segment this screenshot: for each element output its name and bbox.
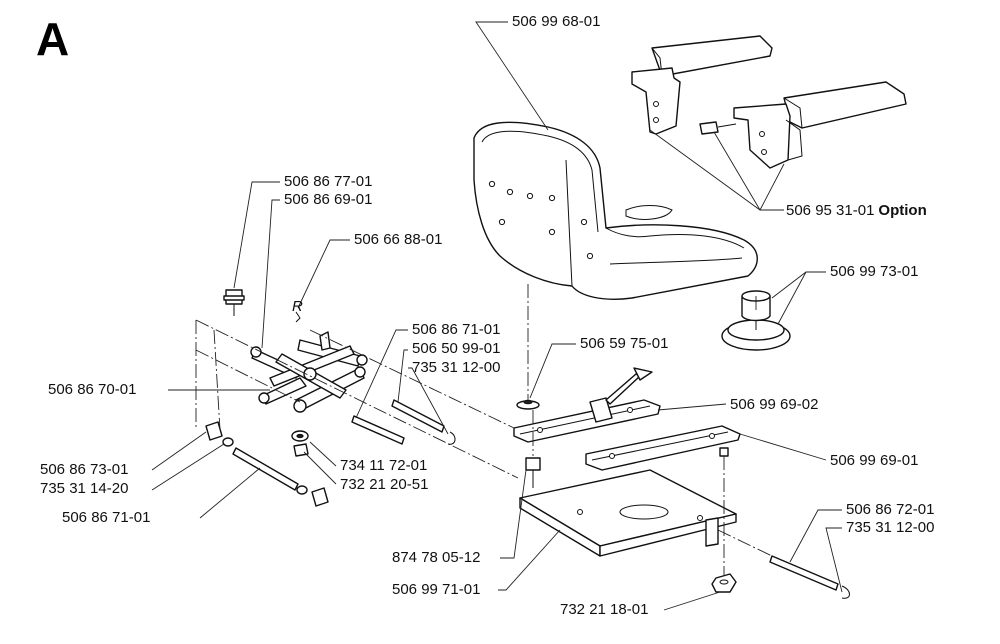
rod-right: [769, 555, 850, 599]
callout-clip-left: 735 31 14-20: [40, 480, 129, 497]
callout-scissor-link: 506 86 70-01: [48, 381, 137, 398]
nut-bottom: [711, 573, 737, 593]
slide-rail-lever: [513, 367, 661, 443]
rod-lower: [232, 447, 308, 495]
bracket-pin: [223, 289, 245, 316]
callout-base-plate: 506 99 71-01: [392, 581, 481, 598]
seat-shell: [473, 121, 758, 300]
seat-knob: [721, 290, 791, 351]
callout-nut-bottom: 732 21 18-01: [560, 601, 649, 618]
callout-bracket-pin-b: 506 86 69-01: [284, 191, 373, 208]
base-plate: [519, 469, 737, 557]
scissor-mechanism: [250, 331, 368, 413]
callout-seat-knob: 506 99 73-01: [830, 263, 919, 280]
callout-rod-lower: 506 86 71-01: [62, 509, 151, 526]
armrest-screw: [699, 121, 737, 135]
callout-bolt: 874 78 05-12: [392, 549, 481, 566]
callout-slide-rail: 506 99 69-01: [830, 452, 919, 469]
callout-armrest-note: Option: [878, 202, 927, 219]
bushing-lower: [311, 487, 329, 507]
callout-slide-washer: 506 59 75-01: [580, 335, 669, 352]
side-mark: R: [292, 298, 303, 315]
leader-lines: [151, 21, 843, 611]
callout-bracket-pin-a: 506 86 77-01: [284, 173, 373, 190]
callout-rod-right: 506 86 72-01: [846, 501, 935, 518]
bolt: [525, 457, 541, 488]
callout-bushing-left: 506 86 73-01: [40, 461, 129, 478]
callout-slide-rail-lever: 506 99 69-02: [730, 396, 819, 413]
callout-nut-mid: 732 21 20-51: [340, 476, 429, 493]
callout-seat: 506 99 68-01: [512, 13, 601, 30]
callout-armrest-part: 506 95 31-01: [786, 202, 875, 219]
washer-and-nut-mid: [291, 430, 309, 457]
rod-upper: [351, 399, 456, 445]
armrest-left: [631, 35, 773, 135]
slide-rail: [585, 425, 741, 471]
callout-clip-right: 735 31 12-00: [846, 519, 935, 536]
callout-clip-upper: 735 31 12-00: [412, 359, 501, 376]
callout-rod-bushing: 506 50 99-01: [412, 340, 501, 357]
callout-washer-mid: 734 11 72-01: [340, 457, 428, 474]
callout-rod-upper: 506 86 71-01: [412, 321, 501, 338]
bushing-left: [205, 421, 234, 447]
spring-hook: [295, 311, 301, 323]
callout-spring-hook: 506 66 88-01: [354, 231, 443, 248]
assembly-lines: [195, 284, 773, 576]
armrest-right: [733, 81, 907, 169]
section-letter: A: [36, 13, 70, 65]
